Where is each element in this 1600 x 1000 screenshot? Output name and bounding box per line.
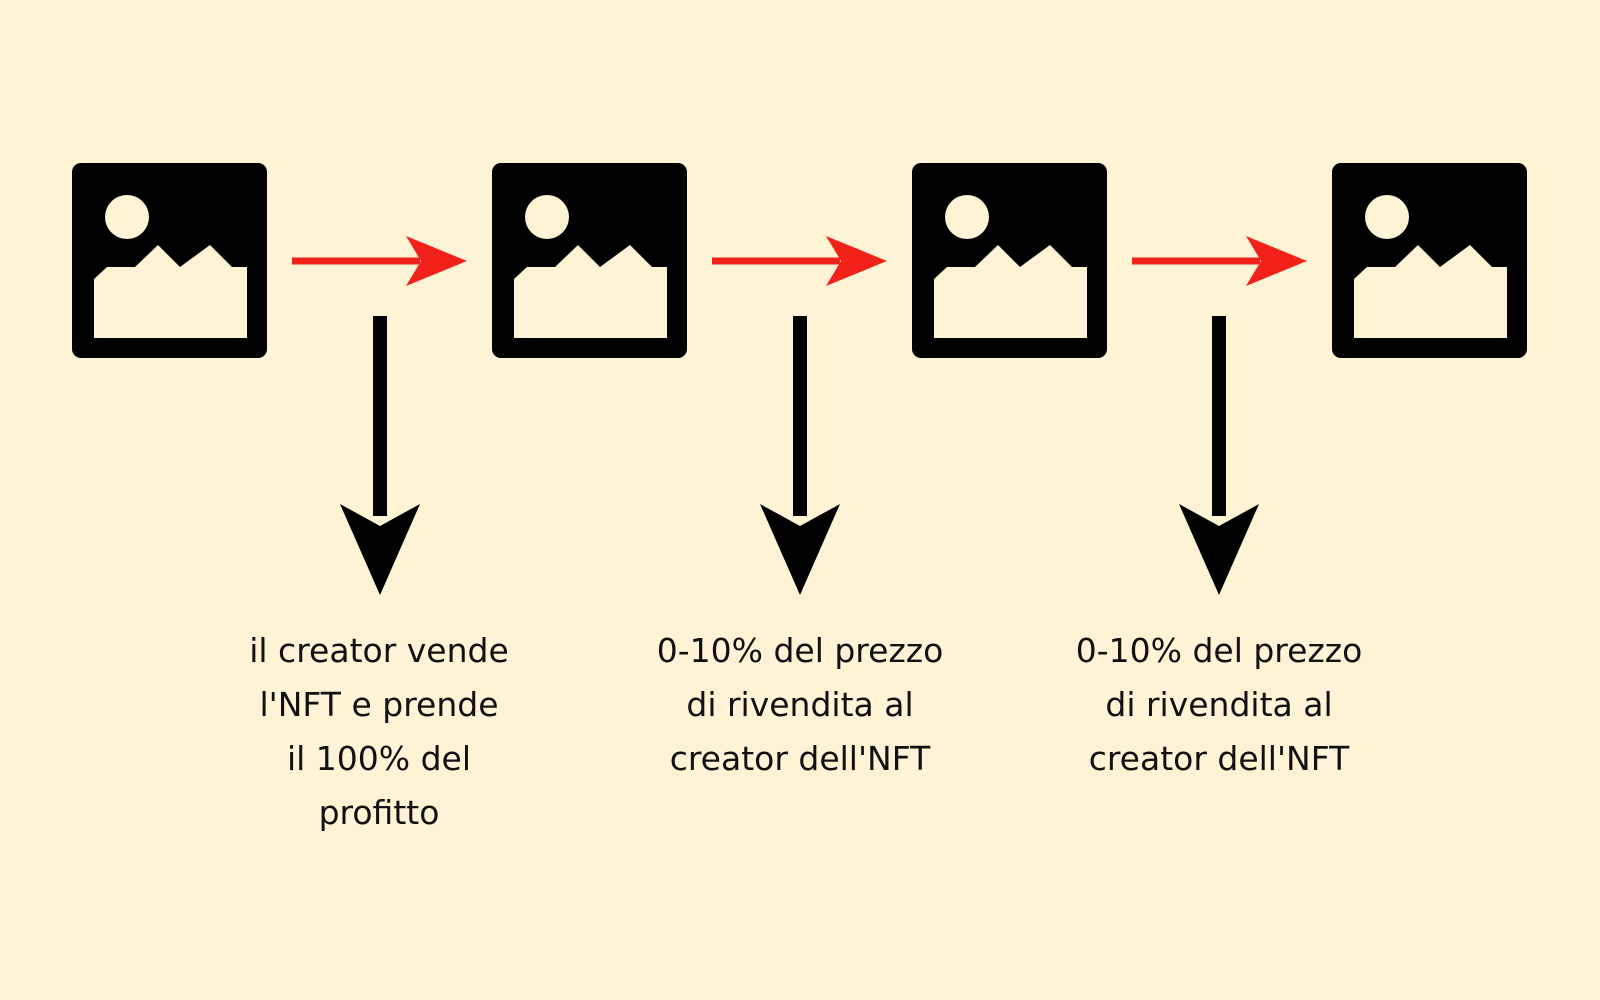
sale-arrow (1132, 236, 1307, 286)
sale-arrow (712, 236, 887, 286)
image-icon (1332, 163, 1527, 358)
caption-line: di rivendita al (1105, 685, 1333, 724)
caption-line: 0-10% del prezzo (1075, 631, 1363, 670)
sale-arrow (292, 236, 467, 286)
caption-line: 0-10% del prezzo (656, 631, 944, 670)
caption-line: creator dell'NFT (1088, 739, 1350, 778)
image-icon (72, 163, 267, 358)
caption-initial-sale: il creator vende l'NFT e prende il 100% … (199, 624, 559, 840)
caption-line: il 100% del (286, 739, 472, 778)
caption-royalty-second-resale: 0-10% del prezzo di rivendita al creator… (1039, 624, 1399, 786)
payout-arrow (340, 316, 420, 595)
caption-line: creator dell'NFT (669, 739, 931, 778)
image-icon (492, 163, 687, 358)
caption-line: il creator vende (249, 631, 509, 670)
payout-arrow (760, 316, 840, 595)
image-icon (912, 163, 1107, 358)
caption-royalty-first-resale: 0-10% del prezzo di rivendita al creator… (620, 624, 980, 786)
payout-arrow (1179, 316, 1259, 595)
caption-line: di rivendita al (686, 685, 914, 724)
caption-line: l'NFT e prende (259, 685, 499, 724)
caption-line: profitto (318, 793, 440, 832)
